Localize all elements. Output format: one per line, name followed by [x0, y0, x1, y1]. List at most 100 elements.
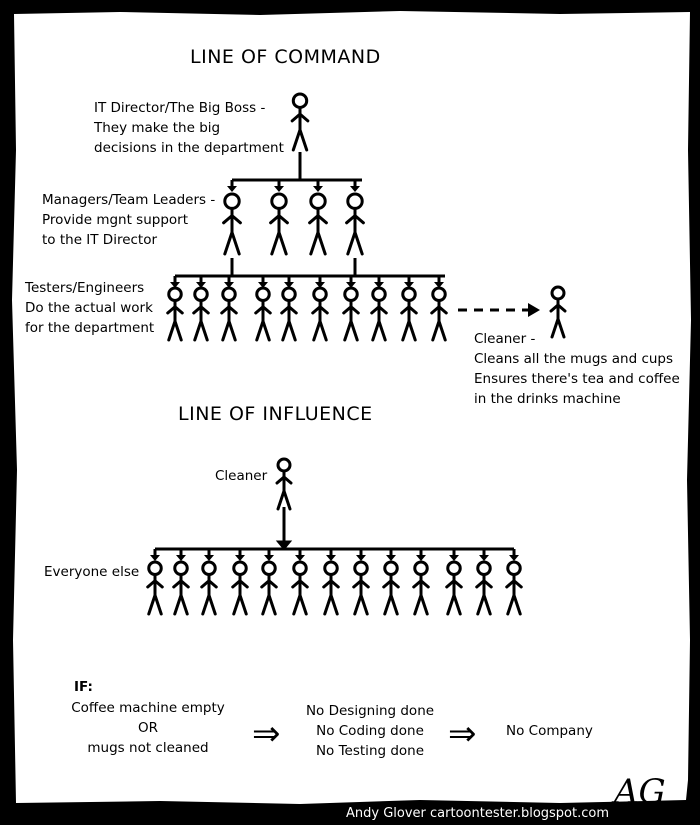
stick-figure	[231, 560, 249, 616]
stick-figure	[342, 286, 360, 342]
down-arrow	[170, 276, 180, 288]
cleaner-line-2: Cleans all the mugs and cups	[474, 351, 674, 367]
stick-figure	[475, 560, 493, 616]
down-arrow	[284, 276, 294, 288]
condition-line-2: OR	[137, 720, 158, 736]
result-line-3: No Testing done	[315, 743, 425, 759]
cleaner-line-1: Cleaner -	[474, 331, 536, 347]
influence-connectors	[155, 507, 514, 551]
cleaner-line-4: in the drinks machine	[474, 391, 621, 407]
down-arrow	[227, 180, 237, 192]
down-arrow	[374, 276, 384, 288]
down-arrow	[258, 276, 268, 288]
everyone-label: Everyone else	[44, 564, 140, 580]
influence-arrows	[150, 549, 519, 561]
testers-line-2: Do the actual work	[25, 300, 153, 316]
stick-figure	[146, 560, 164, 616]
cleaner-stick-figure	[549, 285, 567, 339]
managers-line-1: Managers/Team Leaders -	[42, 192, 216, 208]
if-label: IF:	[74, 679, 93, 695]
down-arrow	[509, 549, 519, 561]
stick-figure	[505, 560, 523, 616]
manager-arrows	[227, 180, 360, 192]
influence-cleaner-stick-figure	[275, 457, 293, 511]
down-arrow	[346, 276, 356, 288]
stick-figure	[322, 560, 340, 616]
artist-signature: AG	[614, 772, 666, 812]
stick-figure	[280, 286, 298, 342]
result-line-2: No Coding done	[316, 723, 424, 739]
condition-line-1: Coffee machine empty	[71, 700, 225, 716]
down-arrow	[224, 276, 234, 288]
stick-figure	[290, 92, 310, 152]
command-title: LINE OF COMMAND	[190, 46, 381, 68]
down-arrow	[196, 276, 206, 288]
managers-line-3: to the IT Director	[42, 232, 158, 248]
stick-figure	[172, 560, 190, 616]
stick-figure	[220, 286, 238, 342]
managers-description: Managers/Team Leaders - Provide mgnt sup…	[42, 190, 215, 250]
stick-figure	[260, 560, 278, 616]
manager-stick-figures	[222, 192, 365, 256]
down-arrow	[204, 549, 214, 561]
stick-figure	[254, 286, 272, 342]
boss-stick-figure	[290, 92, 310, 152]
everyone-stick-figures	[146, 560, 523, 616]
down-arrow	[434, 276, 444, 288]
stick-figure	[412, 560, 430, 616]
stick-figure	[291, 560, 309, 616]
down-arrow	[264, 549, 274, 561]
stick-figure	[311, 286, 329, 342]
boss-line-1: IT Director/The Big Boss -	[94, 100, 266, 116]
testers-line-1: Testers/Engineers	[25, 280, 145, 296]
stick-figure	[222, 192, 242, 256]
down-arrow	[313, 180, 323, 192]
cleaner-line-3: Ensures there's tea and coffee	[474, 371, 680, 387]
stick-figure	[430, 286, 448, 342]
stick-figure	[275, 457, 293, 511]
result-line-1: No Designing done	[305, 703, 435, 719]
tester-stick-figures	[166, 286, 448, 342]
down-arrow	[350, 180, 360, 192]
down-arrow	[150, 549, 160, 561]
down-arrow	[404, 276, 414, 288]
down-arrow	[235, 549, 245, 561]
boss-line-2: They make the big	[94, 120, 221, 136]
testers-line-3: for the department	[25, 320, 155, 336]
down-arrow	[416, 549, 426, 561]
influence-cleaner-label: Cleaner	[215, 468, 268, 484]
results-block: No Designing done No Coding done No Test…	[300, 701, 440, 761]
down-arrow	[295, 549, 305, 561]
down-arrow	[386, 549, 396, 561]
credit-text: Andy Glover cartoontester.blogspot.com	[346, 806, 610, 821]
down-arrow	[275, 530, 293, 551]
stick-figure	[269, 192, 289, 256]
down-arrow	[315, 276, 325, 288]
boss-description: IT Director/The Big Boss - They make the…	[94, 98, 284, 158]
down-arrow	[326, 549, 336, 561]
stick-figure	[549, 285, 567, 339]
stick-figure	[345, 192, 365, 256]
down-arrow	[274, 180, 284, 192]
tester-arrows	[170, 276, 444, 288]
stick-figure	[166, 286, 184, 342]
stick-figure	[400, 286, 418, 342]
down-arrow	[356, 549, 366, 561]
stick-figure	[308, 192, 328, 256]
down-arrow	[479, 549, 489, 561]
cleaner-description: Cleaner - Cleans all the mugs and cups E…	[474, 329, 680, 409]
stick-figure	[200, 560, 218, 616]
final-result: No Company	[506, 723, 593, 739]
implies-arrow-2: ⇒	[448, 714, 477, 754]
dashed-arrow-to-cleaner	[458, 303, 540, 317]
implies-arrow-1: ⇒	[252, 714, 281, 754]
stick-figure	[382, 560, 400, 616]
down-arrow	[449, 549, 459, 561]
stick-figure	[445, 560, 463, 616]
stick-figure	[192, 286, 210, 342]
down-arrow	[176, 549, 186, 561]
testers-description: Testers/Engineers Do the actual work for…	[25, 278, 154, 338]
stick-figure	[352, 560, 370, 616]
